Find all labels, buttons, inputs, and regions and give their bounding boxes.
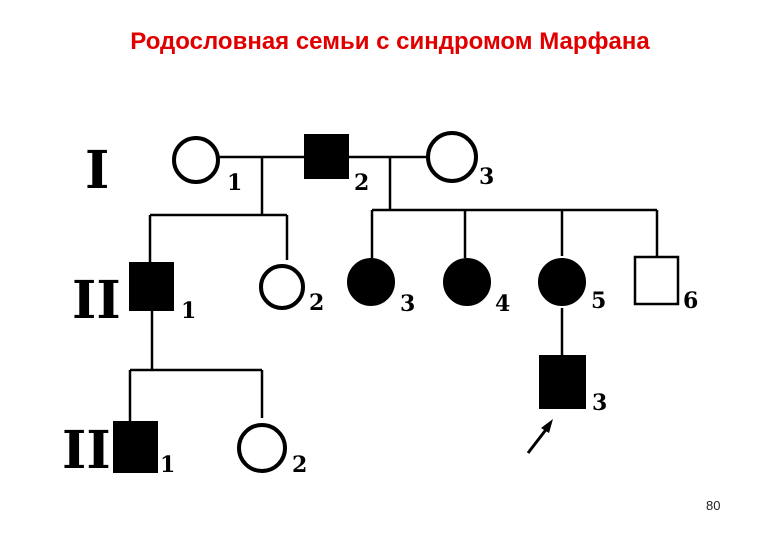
label-II5: 5	[591, 288, 606, 314]
generation-label-1: I	[85, 140, 109, 201]
label-III3: 3	[592, 390, 607, 416]
label-I1: 1	[227, 170, 242, 196]
label-II2: 2	[309, 290, 324, 316]
label-II1: 1	[181, 298, 196, 324]
label-III2: 2	[292, 452, 307, 478]
individual-III3	[539, 355, 586, 409]
individual-II3	[347, 258, 395, 306]
individual-II5	[538, 258, 586, 306]
page-number: 80	[706, 498, 721, 513]
individual-I1	[172, 136, 220, 184]
label-I3: 3	[479, 164, 494, 190]
page-title: Родословная семьи с синдромом Марфана	[130, 28, 650, 55]
individual-II2	[259, 264, 305, 310]
individual-II4	[443, 258, 491, 306]
individual-III1	[113, 421, 158, 473]
relationship-lines	[128, 155, 659, 422]
proband-arrow-icon	[526, 419, 553, 454]
individual-II1	[129, 262, 174, 311]
label-II6: 6	[683, 288, 698, 314]
individual-II6	[633, 255, 680, 306]
label-II3: 3	[400, 291, 415, 317]
label-I2: 2	[354, 170, 369, 196]
label-III1: 1	[160, 452, 175, 478]
generation-label-2: II	[72, 270, 121, 331]
individual-I3	[426, 131, 478, 183]
label-II4: 4	[495, 291, 510, 317]
individual-III2	[237, 423, 287, 473]
individual-I2	[304, 134, 349, 179]
